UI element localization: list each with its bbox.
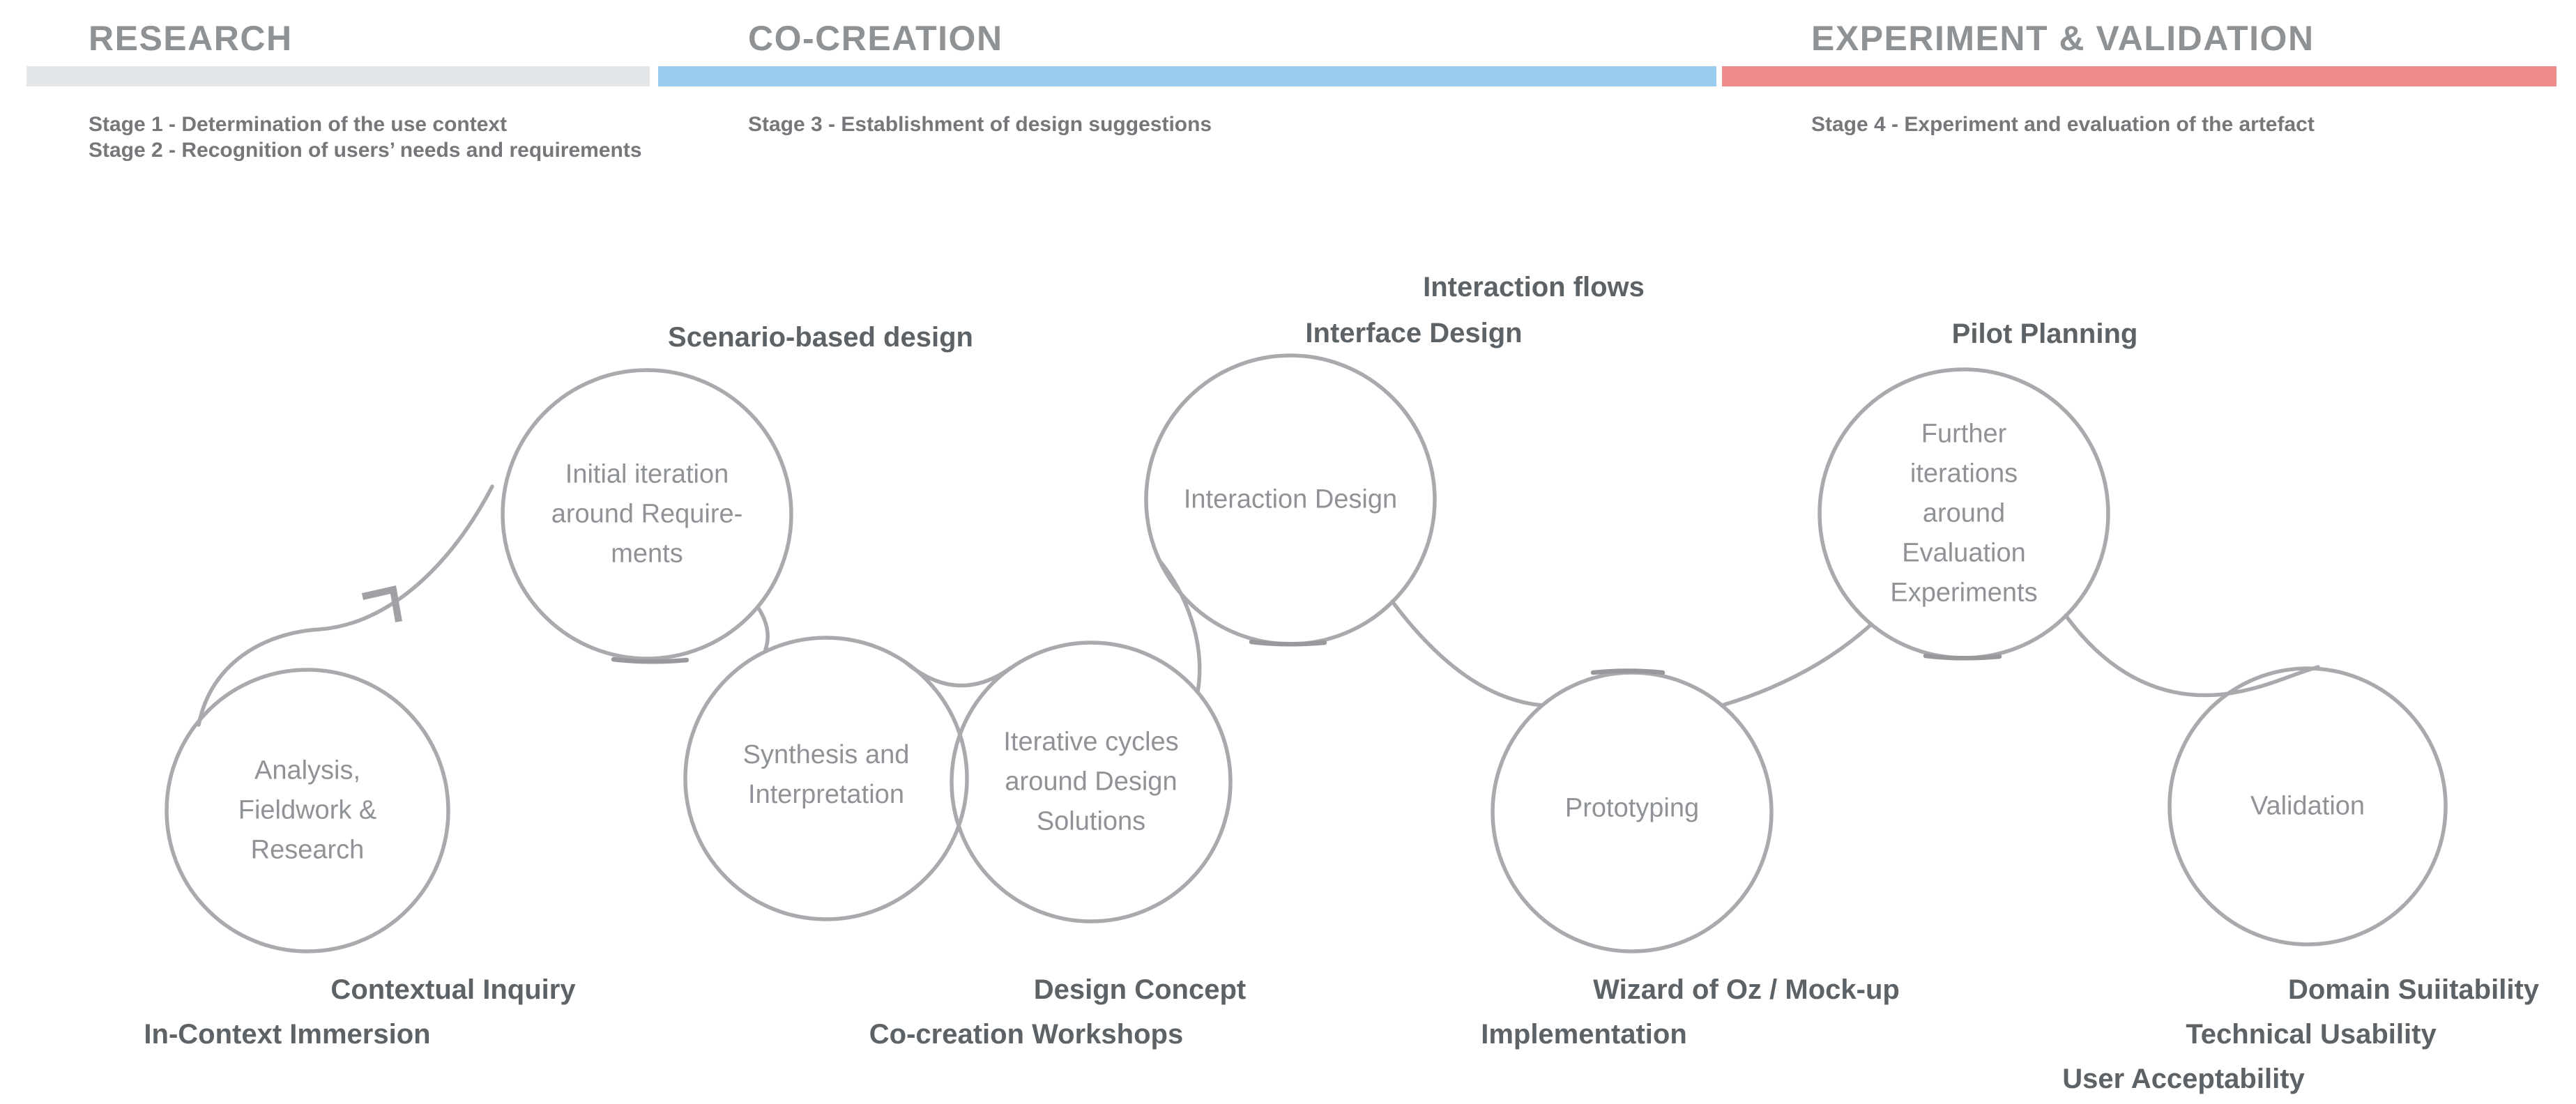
label-contextual-inquiry: Contextual Inquiry bbox=[330, 974, 576, 1005]
connector-interaction-to-prototyping bbox=[1390, 599, 1544, 707]
phase-bar-experiment-validation bbox=[1722, 66, 2556, 86]
label-technical-usability: Technical Usability bbox=[2186, 1019, 2437, 1050]
label-wizard-of-oz-mock-up: Wizard of Oz / Mock-up bbox=[1593, 974, 1900, 1005]
label-in-context-immersion: In-Context Immersion bbox=[144, 1019, 431, 1050]
connector-iterative-to-interaction bbox=[1157, 558, 1202, 694]
label-domain-suitability: Domain Suiitability bbox=[2287, 974, 2540, 1005]
label-pilot-planning: Pilot Planning bbox=[1951, 319, 2138, 349]
stage-3-text: Stage 3 - Establishment of design sugges… bbox=[748, 113, 1212, 136]
stage-1-text: Stage 1 - Determination of the use conte… bbox=[89, 113, 508, 136]
loop-circle-requirements bbox=[501, 368, 793, 661]
loop-label-interaction: Interaction Design bbox=[1183, 484, 1398, 514]
label-design-concept: Design Concept bbox=[1033, 974, 1247, 1005]
label-scenario-based-design: Scenario-based design bbox=[668, 322, 973, 353]
phase-title-research: RESEARCH bbox=[89, 19, 293, 58]
phase-bar-research bbox=[26, 66, 650, 86]
stage-4-text: Stage 4 - Experiment and evaluation of t… bbox=[1811, 113, 2315, 136]
loop-label-iterative: Iterative cycles around Design Solutions bbox=[1003, 727, 1179, 836]
loop-circle-synthesis bbox=[683, 636, 969, 921]
line-cross-mark-2 bbox=[1249, 639, 1327, 647]
line-cross-mark-1 bbox=[611, 657, 689, 664]
label-co-creation-workshops: Co-creation Workshops bbox=[869, 1019, 1184, 1050]
line-cross-mark-4 bbox=[1923, 653, 2002, 661]
loop-circle-analysis bbox=[165, 668, 450, 953]
line-cross-mark-3 bbox=[1590, 668, 1666, 675]
loop-label-validation: Validation bbox=[2250, 791, 2365, 821]
connector-synthesis-to-iterative bbox=[905, 661, 1013, 688]
loop-label-requirements: Initial iteration around Require- ments bbox=[551, 459, 743, 569]
loop-circle-iterative bbox=[950, 641, 1233, 923]
loop-label-synthesis: Synthesis and Interpretation bbox=[742, 740, 910, 809]
phase-title-experiment-validation: EXPERIMENT & VALIDATION bbox=[1811, 19, 2315, 58]
connector-requirements-to-synthesis bbox=[756, 605, 770, 652]
phase-title-co-creation: CO-CREATION bbox=[748, 19, 1003, 58]
label-user-acceptability: User Acceptability bbox=[2062, 1064, 2305, 1094]
flow-direction-arrow-icon bbox=[361, 585, 402, 622]
connector-prototyping-to-iterations bbox=[1720, 622, 1873, 707]
loop-label-iterations: Further iterations around Evaluation Exp… bbox=[1890, 419, 2038, 608]
label-interface-design: Interface Design bbox=[1305, 318, 1523, 348]
loop-label-prototyping: Prototyping bbox=[1564, 793, 1700, 823]
stage-2-text: Stage 2 - Recognition of users’ needs an… bbox=[89, 139, 642, 162]
label-implementation: Implementation bbox=[1481, 1019, 1687, 1050]
loop-label-analysis: Analysis, Fieldwork & Research bbox=[238, 756, 377, 865]
connector-research-to-requirements bbox=[197, 484, 494, 727]
connector-iterations-to-validation bbox=[2064, 613, 2320, 698]
label-interaction-flows: Interaction flows bbox=[1423, 272, 1645, 302]
phase-bar-co-creation bbox=[658, 66, 1716, 86]
